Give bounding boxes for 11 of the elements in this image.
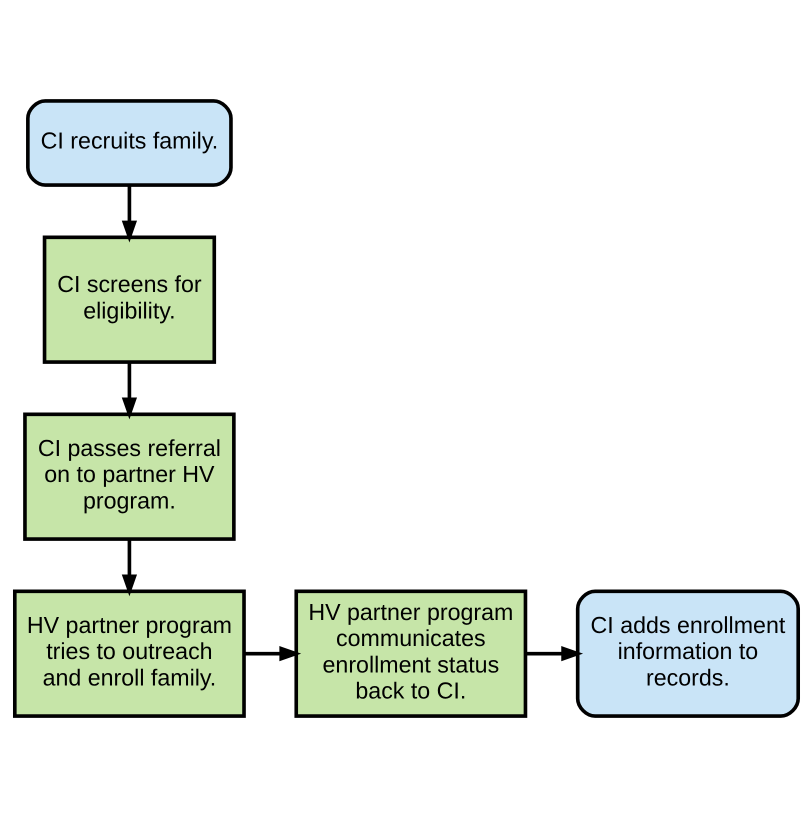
node-box: CI screens for eligibility. [42, 236, 216, 364]
node-box: HV partner program tries to outreach and enroll family. [12, 589, 246, 718]
node-box: CI recruits family. [26, 99, 232, 187]
arrow [121, 362, 137, 420]
arrow [244, 646, 301, 662]
node-box: CI passes referral on to partner HV program. [22, 412, 236, 541]
node-box: HV partner program communicates enrollment status back to CI. [294, 589, 527, 718]
arrow [121, 185, 137, 242]
arrow [121, 540, 137, 596]
node-box: CI adds enrollment information to records. [575, 589, 800, 718]
arrow [525, 646, 583, 662]
